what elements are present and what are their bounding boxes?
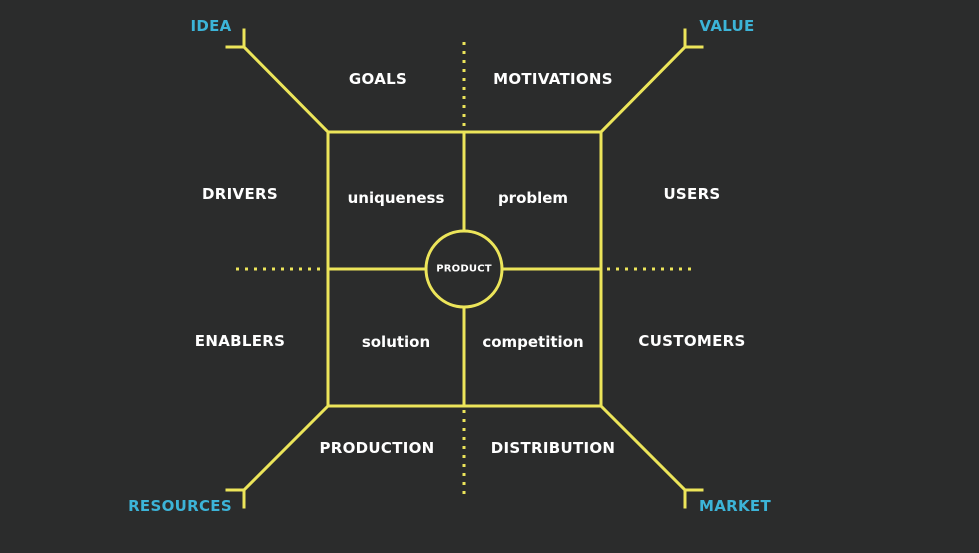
corner-label-value: VALUE xyxy=(699,17,755,35)
quadrant-label-competition: competition xyxy=(482,333,584,351)
outer-label-motivations: MOTIVATIONS xyxy=(493,70,613,88)
bracket-bottom-left xyxy=(225,488,246,509)
bracket-top-right xyxy=(683,28,704,49)
diagonal-top-right xyxy=(598,44,688,135)
outer-label-users: USERS xyxy=(663,185,721,203)
quadrant-label-problem: problem xyxy=(497,189,569,207)
outer-label-goals: GOALS xyxy=(348,70,408,88)
bracket-bottom-right xyxy=(683,488,704,509)
product-hub-circle xyxy=(424,229,504,309)
outer-label-drivers: DRIVERS xyxy=(202,185,278,203)
diagonal-top-left xyxy=(241,44,331,135)
quadrant-label-solution: solution xyxy=(361,333,431,351)
bracket-top-left xyxy=(225,28,246,49)
corner-label-idea: IDEA xyxy=(190,17,232,35)
outer-label-customers: CUSTOMERS xyxy=(638,332,746,350)
outer-label-distribution: DISTRIBUTION xyxy=(490,439,616,457)
corner-label-market: MARKET xyxy=(699,497,771,515)
diagonal-bottom-left xyxy=(241,403,331,493)
diagonal-bottom-right xyxy=(598,403,688,493)
outer-label-production: PRODUCTION xyxy=(319,439,435,457)
hub-label-product: PRODUCT xyxy=(436,263,492,275)
corner-label-resources: RESOURCES xyxy=(128,497,232,515)
outer-label-enablers: ENABLERS xyxy=(194,332,286,350)
quadrant-label-uniqueness: uniqueness xyxy=(347,189,445,207)
